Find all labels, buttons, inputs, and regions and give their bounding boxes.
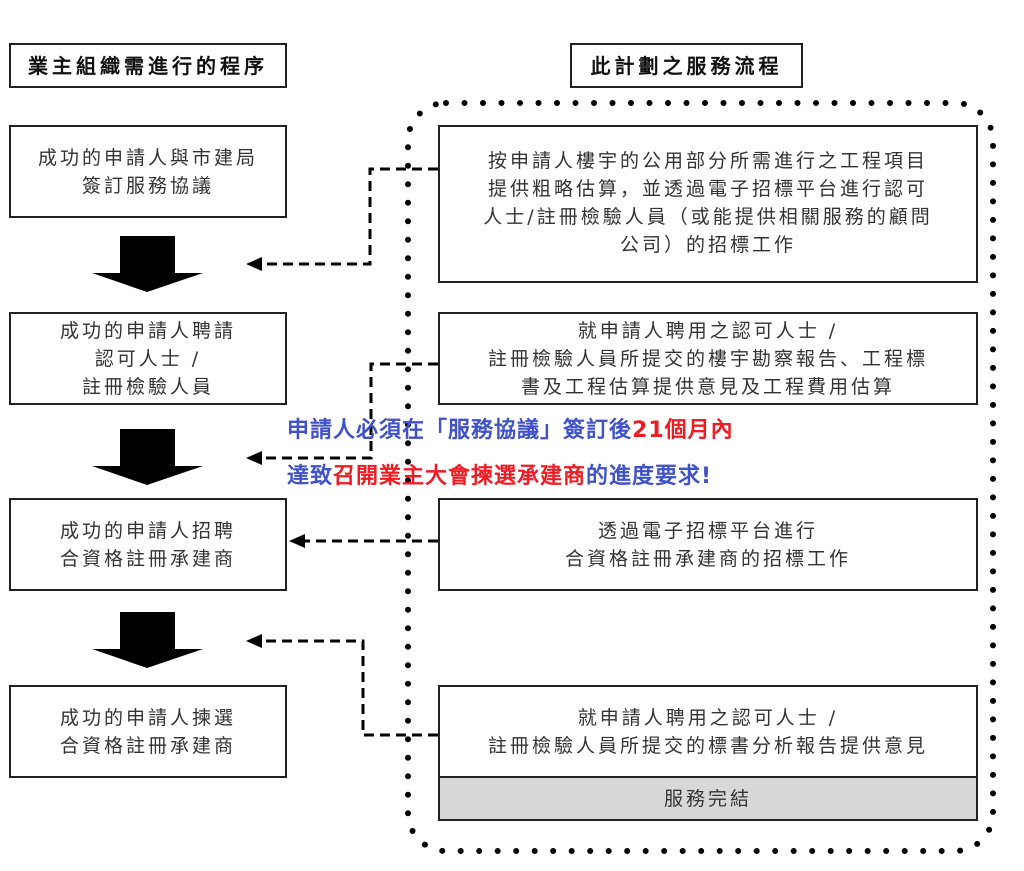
owner-step-sign-agreement: 成功的申請人與市建局 簽訂服務協議 [9,125,287,218]
header-owner-procedure: 業主組織需進行的程序 [9,43,287,88]
deadline-notice-line-2-part-2: 召開業主大會揀選承建商 [333,464,587,489]
dashed-connector-3-arrowhead [289,534,305,548]
deadline-notice-line-2: 達致召開業主大會揀選承建商的進度要求! [287,458,712,490]
service-step-tender-analysis-advice: 就申請人聘用之認可人士 / 註冊檢驗人員所提交的標書分析報告提供意見 [438,685,978,778]
dashed-connector-1-arrowhead [246,257,262,271]
owner-step-select-contractor-text: 成功的申請人揀選 合資格註冊承建商 [59,706,236,757]
down-arrow-1 [92,236,203,292]
header-service-flow-label: 此計劃之服務流程 [590,53,783,78]
owner-step-select-contractor: 成功的申請人揀選 合資格註冊承建商 [9,685,287,778]
header-service-flow: 此計劃之服務流程 [570,43,803,88]
service-step-estimate-and-tender-text: 按申請人樓宇的公用部分所需進行之工程項目 提供粗略估算，並透過電子招標平台進行認… [483,150,933,256]
deadline-notice-line-1-part-1: 申請人必須在「服務協議」簽訂後 [287,418,633,443]
dashed-connector-2 [258,362,438,460]
service-step-review-reports: 就申請人聘用之認可人士 / 註冊檢驗人員所提交的樓宇勘察報告、工程標 書及工程估… [438,312,978,405]
owner-step-hire-authorized-person-text: 成功的申請人聘請 認可人士 / 註冊檢驗人員 [59,319,236,398]
dashed-connector-1 [258,167,438,266]
service-step-tender-analysis-advice-text: 就申請人聘用之認可人士 / 註冊檢驗人員所提交的標書分析報告提供意見 [487,706,928,757]
deadline-notice-line-2-part-1: 達致 [287,464,334,489]
down-arrow-2 [92,429,203,485]
owner-step-recruit-contractor-text: 成功的申請人招聘 合資格註冊承建商 [59,519,236,570]
dashed-connector-4-arrowhead [246,634,262,648]
owner-step-sign-agreement-text: 成功的申請人與市建局 簽訂服務協議 [37,146,258,197]
service-complete-box: 服務完結 [438,776,978,821]
dashed-connector-4 [258,639,438,737]
owner-step-recruit-contractor: 成功的申請人招聘 合資格註冊承建商 [9,498,287,591]
dashed-connector-2-arrowhead [246,451,262,465]
service-step-contractor-tender-text: 透過電子招標平台進行 合資格註冊承建商的招標工作 [564,519,851,570]
service-step-contractor-tender: 透過電子招標平台進行 合資格註冊承建商的招標工作 [438,498,978,591]
deadline-notice-line-1-part-2: 21個月內 [632,418,734,443]
header-owner-procedure-label: 業主組織需進行的程序 [28,53,268,78]
service-scope-dotted-frame [405,100,996,854]
down-arrow-3 [92,612,203,668]
service-complete-label: 服務完結 [663,787,752,810]
service-step-review-reports-text: 就申請人聘用之認可人士 / 註冊檢驗人員所提交的樓宇勘察報告、工程標 書及工程估… [487,319,928,398]
owner-step-hire-authorized-person: 成功的申請人聘請 認可人士 / 註冊檢驗人員 [9,312,287,405]
deadline-notice-line-2-part-3: 的進度要求! [586,464,713,489]
deadline-notice-line-1: 申請人必須在「服務協議」簽訂後21個月內 [287,412,734,444]
service-step-estimate-and-tender: 按申請人樓宇的公用部分所需進行之工程項目 提供粗略估算，並透過電子招標平台進行認… [438,125,978,283]
